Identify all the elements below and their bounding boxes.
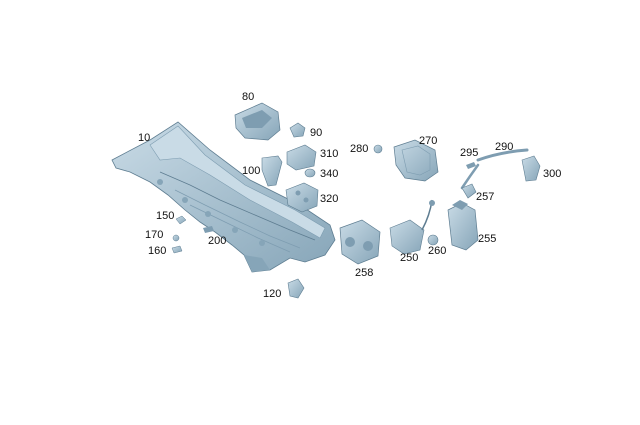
callout-300[interactable]: 300 xyxy=(543,168,562,180)
clip-150-part[interactable] xyxy=(175,215,187,225)
bracket-80-part[interactable] xyxy=(234,102,281,141)
module-310-part[interactable] xyxy=(286,144,317,171)
motor-250-part[interactable] xyxy=(389,199,435,255)
pump-257-part[interactable] xyxy=(461,183,477,199)
nozzle-300-part[interactable] xyxy=(521,155,541,182)
callout-310[interactable]: 310 xyxy=(320,148,339,160)
callout-200[interactable]: 200 xyxy=(208,235,227,247)
callout-270[interactable]: 270 xyxy=(419,135,438,147)
cover-270-part[interactable] xyxy=(393,139,439,182)
clip-200-part[interactable] xyxy=(203,226,214,233)
clip-120-part[interactable] xyxy=(287,278,305,299)
callout-120[interactable]: 120 xyxy=(263,288,282,300)
clip-90-part[interactable] xyxy=(289,122,306,138)
reservoir-255-part[interactable] xyxy=(447,200,479,251)
callout-170[interactable]: 170 xyxy=(145,229,164,241)
callout-260[interactable]: 260 xyxy=(428,245,447,257)
module-320-part[interactable] xyxy=(285,182,319,213)
motor-258-part[interactable] xyxy=(339,219,381,265)
duct-100-part[interactable] xyxy=(261,155,283,187)
callout-150[interactable]: 150 xyxy=(156,210,175,222)
clip-170-part[interactable] xyxy=(172,234,180,242)
callout-250[interactable]: 250 xyxy=(400,252,419,264)
callout-295[interactable]: 295 xyxy=(460,147,479,159)
cowl-panel-part[interactable] xyxy=(111,121,336,273)
callout-280[interactable]: 280 xyxy=(350,143,369,155)
grommet-260-part[interactable] xyxy=(427,234,439,246)
clip-295-part[interactable] xyxy=(466,162,476,169)
hose-290-part[interactable] xyxy=(460,148,529,190)
cap-280-part[interactable] xyxy=(373,144,383,154)
callout-10[interactable]: 10 xyxy=(138,132,151,144)
clip-160-part[interactable] xyxy=(171,245,183,254)
callout-90[interactable]: 90 xyxy=(310,127,323,139)
callout-257[interactable]: 257 xyxy=(476,191,495,203)
callout-290[interactable]: 290 xyxy=(495,141,514,153)
grommet-340-part[interactable] xyxy=(304,168,316,178)
callout-340[interactable]: 340 xyxy=(320,168,339,180)
callout-320[interactable]: 320 xyxy=(320,193,339,205)
callout-100[interactable]: 100 xyxy=(242,165,261,177)
callout-80[interactable]: 80 xyxy=(242,91,255,103)
callout-255[interactable]: 255 xyxy=(478,233,497,245)
callout-258[interactable]: 258 xyxy=(355,267,374,279)
callout-160[interactable]: 160 xyxy=(148,245,167,257)
